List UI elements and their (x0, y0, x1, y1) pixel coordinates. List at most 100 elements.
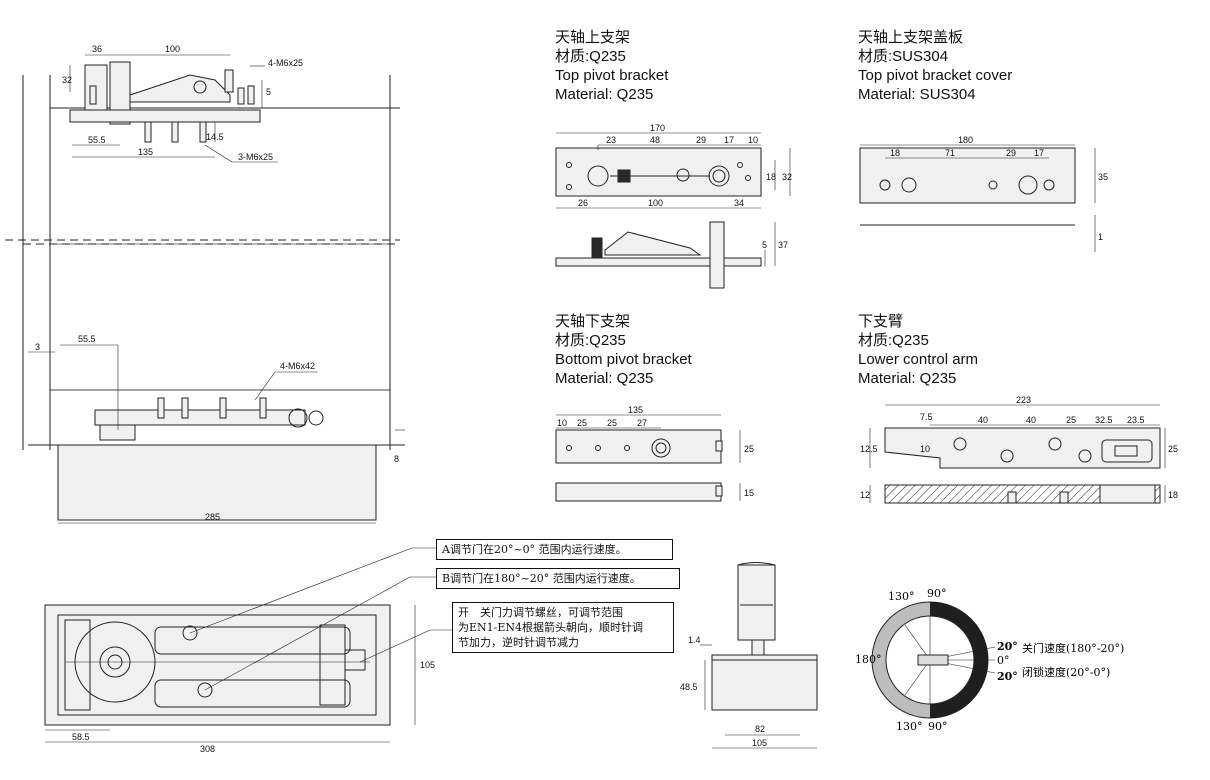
side-view-drawing: 1.4 48.5 82 105 (680, 562, 818, 749)
arm-dim-25: 25 (1066, 415, 1076, 425)
angle-130-top: 130° (888, 590, 915, 603)
dim-32-right: 32 (782, 172, 792, 182)
dim-17: 17 (724, 135, 734, 145)
dim-29: 29 (696, 135, 706, 145)
dim-26: 26 (578, 198, 588, 208)
title-line: 材质:Q235 (555, 48, 626, 65)
title-line: 材质:SUS304 (858, 48, 949, 65)
top-pivot-bracket-drawing: 170 23 48 29 17 10 18 32 26 100 34 5 37 (555, 123, 792, 289)
plan-view-drawing: 105 58.5 308 (44, 547, 452, 754)
arm-dim-10: 10 (920, 444, 930, 454)
main-elevation: 36 100 32 4-M6x25 5 14.5 55.5 135 3-M6x2… (5, 44, 405, 524)
title-line: Material: SUS304 (858, 86, 976, 103)
arm-dim-40a: 40 (978, 415, 988, 425)
title-line: 天轴上支架 (555, 29, 631, 46)
bottom-pivot-bracket-drawing: 135 10 25 25 27 25 15 (555, 405, 754, 502)
dim-10: 10 (748, 135, 758, 145)
plan-dim-308: 308 (200, 744, 215, 754)
arm-dim-32-5: 32.5 (1095, 415, 1113, 425)
dim-3: 3 (35, 342, 40, 352)
bottom-dim-135: 135 (628, 405, 643, 415)
title-line: Lower control arm (858, 351, 979, 368)
note-line: 节加力，逆时针调节减力 (458, 636, 579, 649)
arm-dim-18: 18 (1168, 490, 1178, 500)
angle-130-bottom: 130° (896, 720, 923, 733)
arm-dim-12: 12 (860, 490, 870, 500)
note-force-adjust: 开 关门力调节螺丝，可调节范围 为EN1-EN4根据箭头朝向，顺时针调 节加力，… (452, 602, 674, 653)
bottom-dim-25a: 25 (577, 418, 587, 428)
arm-dim-7-5: 7.5 (920, 412, 933, 422)
title-line: Top pivot bracket cover (858, 67, 1013, 84)
title-line: Material: Q235 (555, 86, 654, 103)
cover-dim-29: 29 (1006, 148, 1016, 158)
side-dim-1-4: 1.4 (688, 635, 701, 645)
dim-5: 5 (266, 87, 271, 97)
dim-55-5: 55.5 (88, 135, 106, 145)
plan-dim-58-5: 58.5 (72, 732, 90, 742)
arm-dim-23-5: 23.5 (1127, 415, 1145, 425)
dim-23: 23 (606, 135, 616, 145)
title-line: 天轴下支架 (555, 313, 631, 330)
note-b-speed: B调节门在180°~20° 范围内运行速度。 (436, 568, 680, 589)
arm-dim-25-right: 25 (1168, 444, 1178, 454)
side-dim-82: 82 (755, 724, 765, 734)
label-4-m6x25: 4-M6x25 (268, 58, 303, 68)
label-4-m6x42: 4-M6x42 (280, 361, 315, 371)
note-a-speed: A调节门在20°~0° 范围内运行速度。 (436, 539, 673, 560)
legend-close-speed: 关门速度(180°-20°) (1022, 641, 1124, 655)
title-line: Bottom pivot bracket (555, 351, 692, 368)
title-line: Material: Q235 (858, 370, 957, 387)
angle-20-top: 20° (997, 640, 1018, 653)
dim-14-5: 14.5 (206, 132, 224, 142)
dim-34: 34 (734, 198, 744, 208)
dim-5-side: 5 (762, 240, 767, 250)
dim-36: 36 (92, 44, 102, 54)
angle-20-bottom: 20° (997, 670, 1018, 683)
arm-dim-40b: 40 (1026, 415, 1036, 425)
title-top-pivot-cover: 天轴上支架盖板 材质:SUS304 Top pivot bracket cove… (858, 28, 1012, 104)
title-line: Top pivot bracket (555, 67, 669, 84)
bottom-dim-25: 25 (744, 444, 754, 454)
arm-dim-12-5: 12.5 (860, 444, 878, 454)
angle-180: 180° (855, 653, 882, 666)
arm-dim-223: 223 (1016, 395, 1031, 405)
lower-control-arm-drawing: 223 7.5 40 40 25 32.5 23.5 12.5 10 25 12… (860, 395, 1178, 504)
dim-37: 37 (778, 240, 788, 250)
note-line: 开 关门力调节螺丝，可调节范围 (458, 606, 623, 619)
dim-18: 18 (766, 172, 776, 182)
cover-dim-180: 180 (958, 135, 973, 145)
speed-dial-diagram: 130° 90° 180° 20° 0° 20° 130° 90° 关门速度(1… (855, 587, 1124, 733)
cover-dim-35: 35 (1098, 172, 1108, 182)
dim-135: 135 (138, 147, 153, 157)
angle-90-bottom: 90° (928, 720, 948, 733)
title-bottom-pivot-bracket: 天轴下支架 材质:Q235 Bottom pivot bracket Mater… (555, 312, 692, 388)
side-dim-105: 105 (752, 738, 767, 748)
angle-0: 0° (997, 654, 1010, 667)
dim-100-bottom: 100 (648, 198, 663, 208)
cover-dim-1: 1 (1098, 232, 1103, 242)
title-line: 下支臂 (858, 313, 904, 330)
label-3-m6x25: 3-M6x25 (238, 152, 273, 162)
dim-170: 170 (650, 123, 665, 133)
cover-dim-17: 17 (1034, 148, 1044, 158)
dim-8: 8 (394, 454, 399, 464)
cover-dim-71: 71 (945, 148, 955, 158)
bottom-dim-10: 10 (557, 418, 567, 428)
title-line: 材质:Q235 (555, 332, 626, 349)
plan-dim-105: 105 (420, 660, 435, 670)
title-top-pivot-bracket: 天轴上支架 材质:Q235 Top pivot bracket Material… (555, 28, 668, 104)
dim-100: 100 (165, 44, 180, 54)
dim-285: 285 (205, 512, 220, 522)
bottom-dim-27: 27 (637, 418, 647, 428)
note-line: 为EN1-EN4根据箭头朝向，顺时针调 (458, 621, 644, 634)
bottom-dim-15: 15 (744, 488, 754, 498)
top-pivot-cover-drawing: 180 18 71 29 17 35 1 (859, 135, 1108, 252)
title-line: 天轴上支架盖板 (858, 29, 964, 46)
dim-48: 48 (650, 135, 660, 145)
side-dim-48-5: 48.5 (680, 682, 698, 692)
bottom-dim-25b: 25 (607, 418, 617, 428)
title-lower-control-arm: 下支臂 材质:Q235 Lower control arm Material: … (858, 312, 978, 388)
dim-32: 32 (62, 75, 72, 85)
dim-55-5-lower: 55.5 (78, 334, 96, 344)
